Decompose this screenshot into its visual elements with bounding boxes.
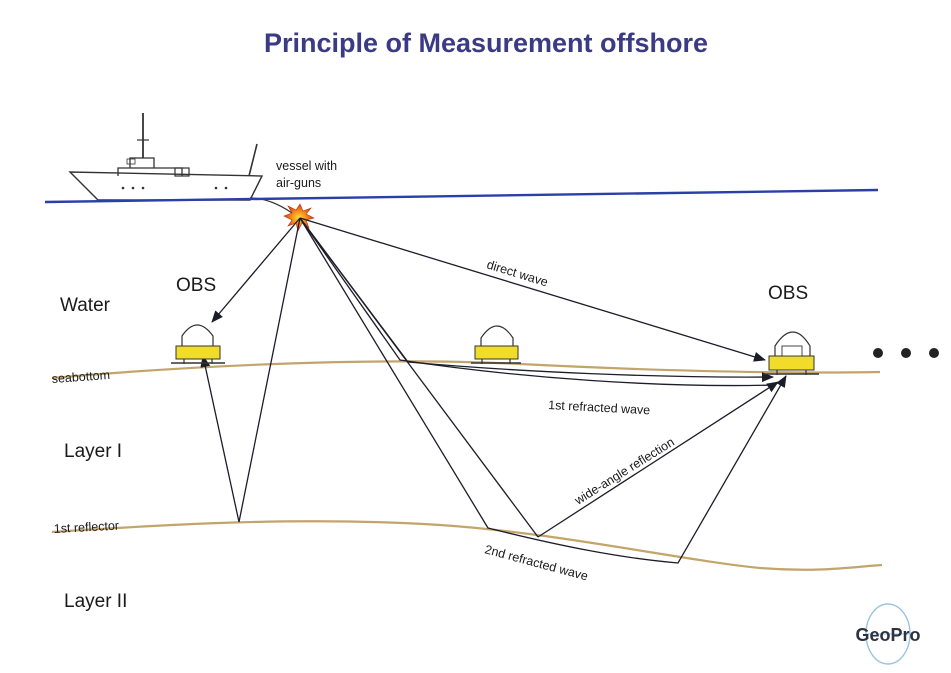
seabottom-label: seabottom: [51, 368, 110, 386]
page-title: Principle of Measurement offshore: [264, 28, 708, 58]
obs-middle-icon: [471, 325, 521, 364]
seabottom-line: [51, 360, 881, 380]
ray-paths: [200, 217, 787, 564]
more-stations-dots: [873, 348, 939, 358]
wide-angle-label: wide-angle reflection: [571, 435, 677, 508]
reflector-label: 1st reflector: [53, 519, 119, 536]
obs-left-label: OBS: [176, 275, 216, 296]
reflector-line: [51, 520, 883, 571]
sea-surface-line: [44, 188, 879, 204]
logo-text: GeoPro: [855, 625, 920, 645]
air-gun-burst-icon: [283, 203, 315, 232]
layer1-label: Layer I: [64, 441, 122, 462]
layer2-label: Layer II: [64, 591, 127, 612]
water-label: Water: [60, 295, 111, 316]
vessel-label-line1: vessel with: [276, 159, 337, 173]
refracted2-label: 2nd refracted wave: [483, 542, 589, 583]
refracted1-label: 1st refracted wave: [548, 398, 651, 417]
obs-right-icon: [763, 331, 819, 375]
geopro-logo: GeoPro: [855, 603, 921, 665]
obs-left-icon: [171, 324, 225, 364]
vessel-label-line2: air-guns: [276, 176, 321, 190]
obs-right-label: OBS: [768, 283, 808, 304]
